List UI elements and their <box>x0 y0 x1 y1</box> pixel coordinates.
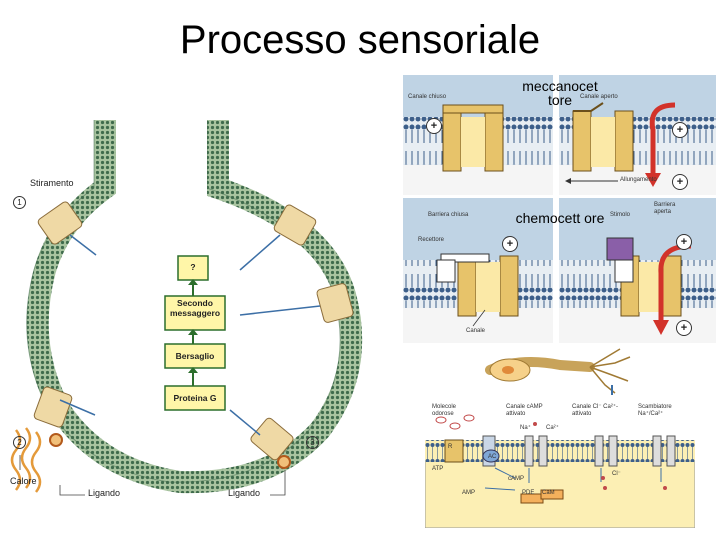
ion-plus-icon: + <box>676 234 692 250</box>
ion-plus-icon: + <box>502 236 518 252</box>
open-channel <box>572 102 634 172</box>
olf-r: R <box>448 444 453 450</box>
box-question: ? <box>190 262 196 272</box>
ligand-dot <box>49 433 63 447</box>
sensory-neuron-diagram <box>10 120 363 496</box>
olf-label-scambiatore: Scambiatore Na⁺/Ca²⁺ <box>638 404 672 417</box>
ligand-dot <box>277 455 291 469</box>
label-canale-chiuso: Canale chiuso <box>408 94 447 100</box>
closed-channel <box>442 104 504 172</box>
label-num-3: 3 <box>306 436 319 449</box>
olfactory-transduction-diagram <box>425 398 695 528</box>
label-stimolo: Stimolo <box>610 212 631 218</box>
ligand-channel <box>250 417 294 461</box>
label-ligando-2: Ligando <box>228 488 261 498</box>
closed-barrier-channel <box>436 253 519 317</box>
olf-label-molecole: Molecole odorose <box>432 404 457 417</box>
signal-arrows <box>59 234 321 436</box>
box-proteina-g: Proteina G <box>173 393 217 403</box>
label-num-1: 1 <box>13 196 26 209</box>
open-barrier-channel <box>606 237 682 317</box>
chemoreceptor-overlay: chemocett ore <box>515 210 605 226</box>
ion-plus-icon: + <box>676 320 692 336</box>
olf-ca: Ca²⁺ <box>546 425 559 431</box>
label-ligando-1: Ligando <box>88 488 121 498</box>
mechanoreceptor-diagram <box>403 75 716 195</box>
label-barriera-chiusa: Barriera chiusa <box>428 212 469 218</box>
olf-cl: Cl⁻ <box>612 471 621 477</box>
stretch-channel <box>37 201 83 245</box>
label-num-2: 2 <box>13 436 26 449</box>
olf-ac: AC <box>488 454 497 460</box>
mechanoreceptor-overlay: meccanocet tore <box>522 78 598 108</box>
olf-na: Na⁺ <box>520 425 531 431</box>
olf-amp: AMP <box>462 490 476 496</box>
signal-pathway <box>164 255 226 411</box>
ion-plus-icon: + <box>672 122 688 138</box>
olf-camp: cAMP <box>508 476 525 482</box>
chemoreceptor-diagram <box>403 198 716 343</box>
olfactory-neuron <box>485 348 631 395</box>
page-title: Processo sensoriale <box>179 18 541 62</box>
label-allungamento: Allungamento <box>620 177 657 183</box>
olf-pde: PDE <box>522 490 535 496</box>
olf-label-camp: Canale cAMP attivato <box>506 404 543 417</box>
ion-plus-icon: + <box>672 174 688 190</box>
olf-label-cl: Canale Cl⁻ Ca²⁺-attivato <box>572 404 619 417</box>
label-stiramento: Stiramento <box>30 178 74 188</box>
receptor-right-mid <box>316 283 354 323</box>
ion-plus-icon: + <box>426 118 442 134</box>
ion-flow-arrow <box>649 102 676 175</box>
label-canale: Canale <box>466 328 486 334</box>
label-recettore: Recettore <box>418 237 445 243</box>
receptor-right-top <box>273 204 317 246</box>
heat-channel <box>33 386 73 428</box>
box-bersaglio: Bersaglio <box>175 351 215 361</box>
label-calore: Calore <box>10 476 37 486</box>
box-secondo-messaggero: Secondo messaggero <box>169 298 221 318</box>
olf-atp: ATP <box>432 466 444 472</box>
olf-cam: CaM <box>542 490 555 496</box>
label-barriera-aperta: Barriera aperta <box>654 202 676 215</box>
label-canale-aperto: Canale aperto <box>580 94 618 100</box>
